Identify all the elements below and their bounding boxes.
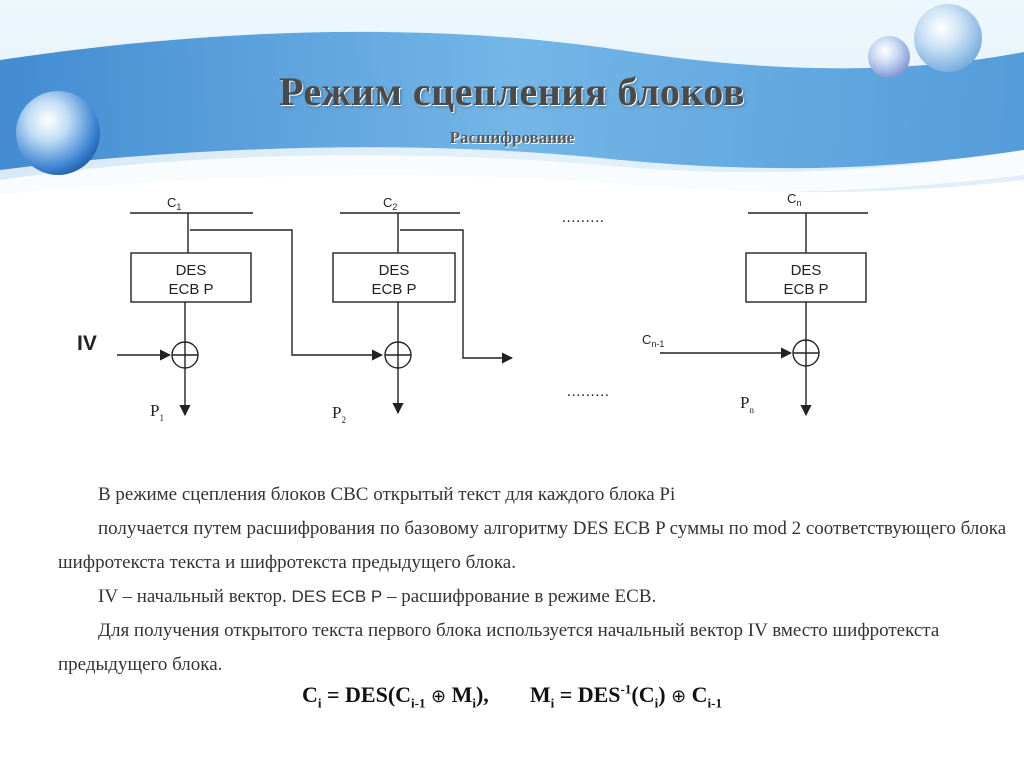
c1-label: C1 [167,195,181,212]
c2-feedback-line [400,229,514,364]
des-box-1-line1: DES [176,262,207,279]
ellipsis-bottom: ......... [567,384,610,400]
p2-label: P2 [332,403,346,425]
c1-feedback-line [190,229,384,361]
ellipsis-top: ......... [562,210,605,226]
des-box-1-line2: ECB P [168,281,213,298]
formula-decrypt: Mi = DES-1(Ci) ⊕ Ci-1 [529,682,722,711]
cbc-decryption-diagram: C1 C2 Cn DES ECB P DES ECB P DES ECB P I… [77,191,868,425]
p1-label: P1 [150,401,164,423]
cn-label: Cn [787,191,801,208]
page-subtitle: Расшифрование [449,128,575,147]
iv-label: IV [77,332,97,355]
page-title: Режим сцепления блоков [278,69,746,114]
des-box-2-line2: ECB P [371,281,416,298]
paragraph-3: IV – начальный вектор. DES ECB P – расши… [98,586,657,607]
pn-label: Pn [740,393,754,415]
description-text: В режиме сцепления блоков CBC открытый т… [58,478,1008,682]
des-box-n-line2: ECB P [783,281,828,298]
c2-label: C2 [383,195,397,212]
paragraph-4: Для получения открытого текста первого б… [58,620,940,675]
oplus-icon: ⊕ [431,686,447,708]
cn-1-label: Cn-1 [642,332,664,349]
oplus-icon: ⊕ [671,686,687,708]
des-box-2 [332,252,456,303]
paragraph-2: получается путем расшифрования по базово… [58,518,1007,573]
des-box-2-line1: DES [379,262,410,279]
des-ecb-p-inline: DES ECB P [291,587,383,606]
formula: Ci = DES(Ci-1 ⊕ Mi), Mi = DES-1(Ci) ⊕ Ci… [0,682,1024,712]
des-box-1 [130,252,252,303]
header-banner [0,0,1024,230]
paragraph-1: В режиме сцепления блоков CBC открытый т… [98,484,676,505]
des-box-n-line1: DES [791,262,822,279]
formula-encrypt: Ci = DES(Ci-1 ⊕ Mi), [301,682,489,711]
